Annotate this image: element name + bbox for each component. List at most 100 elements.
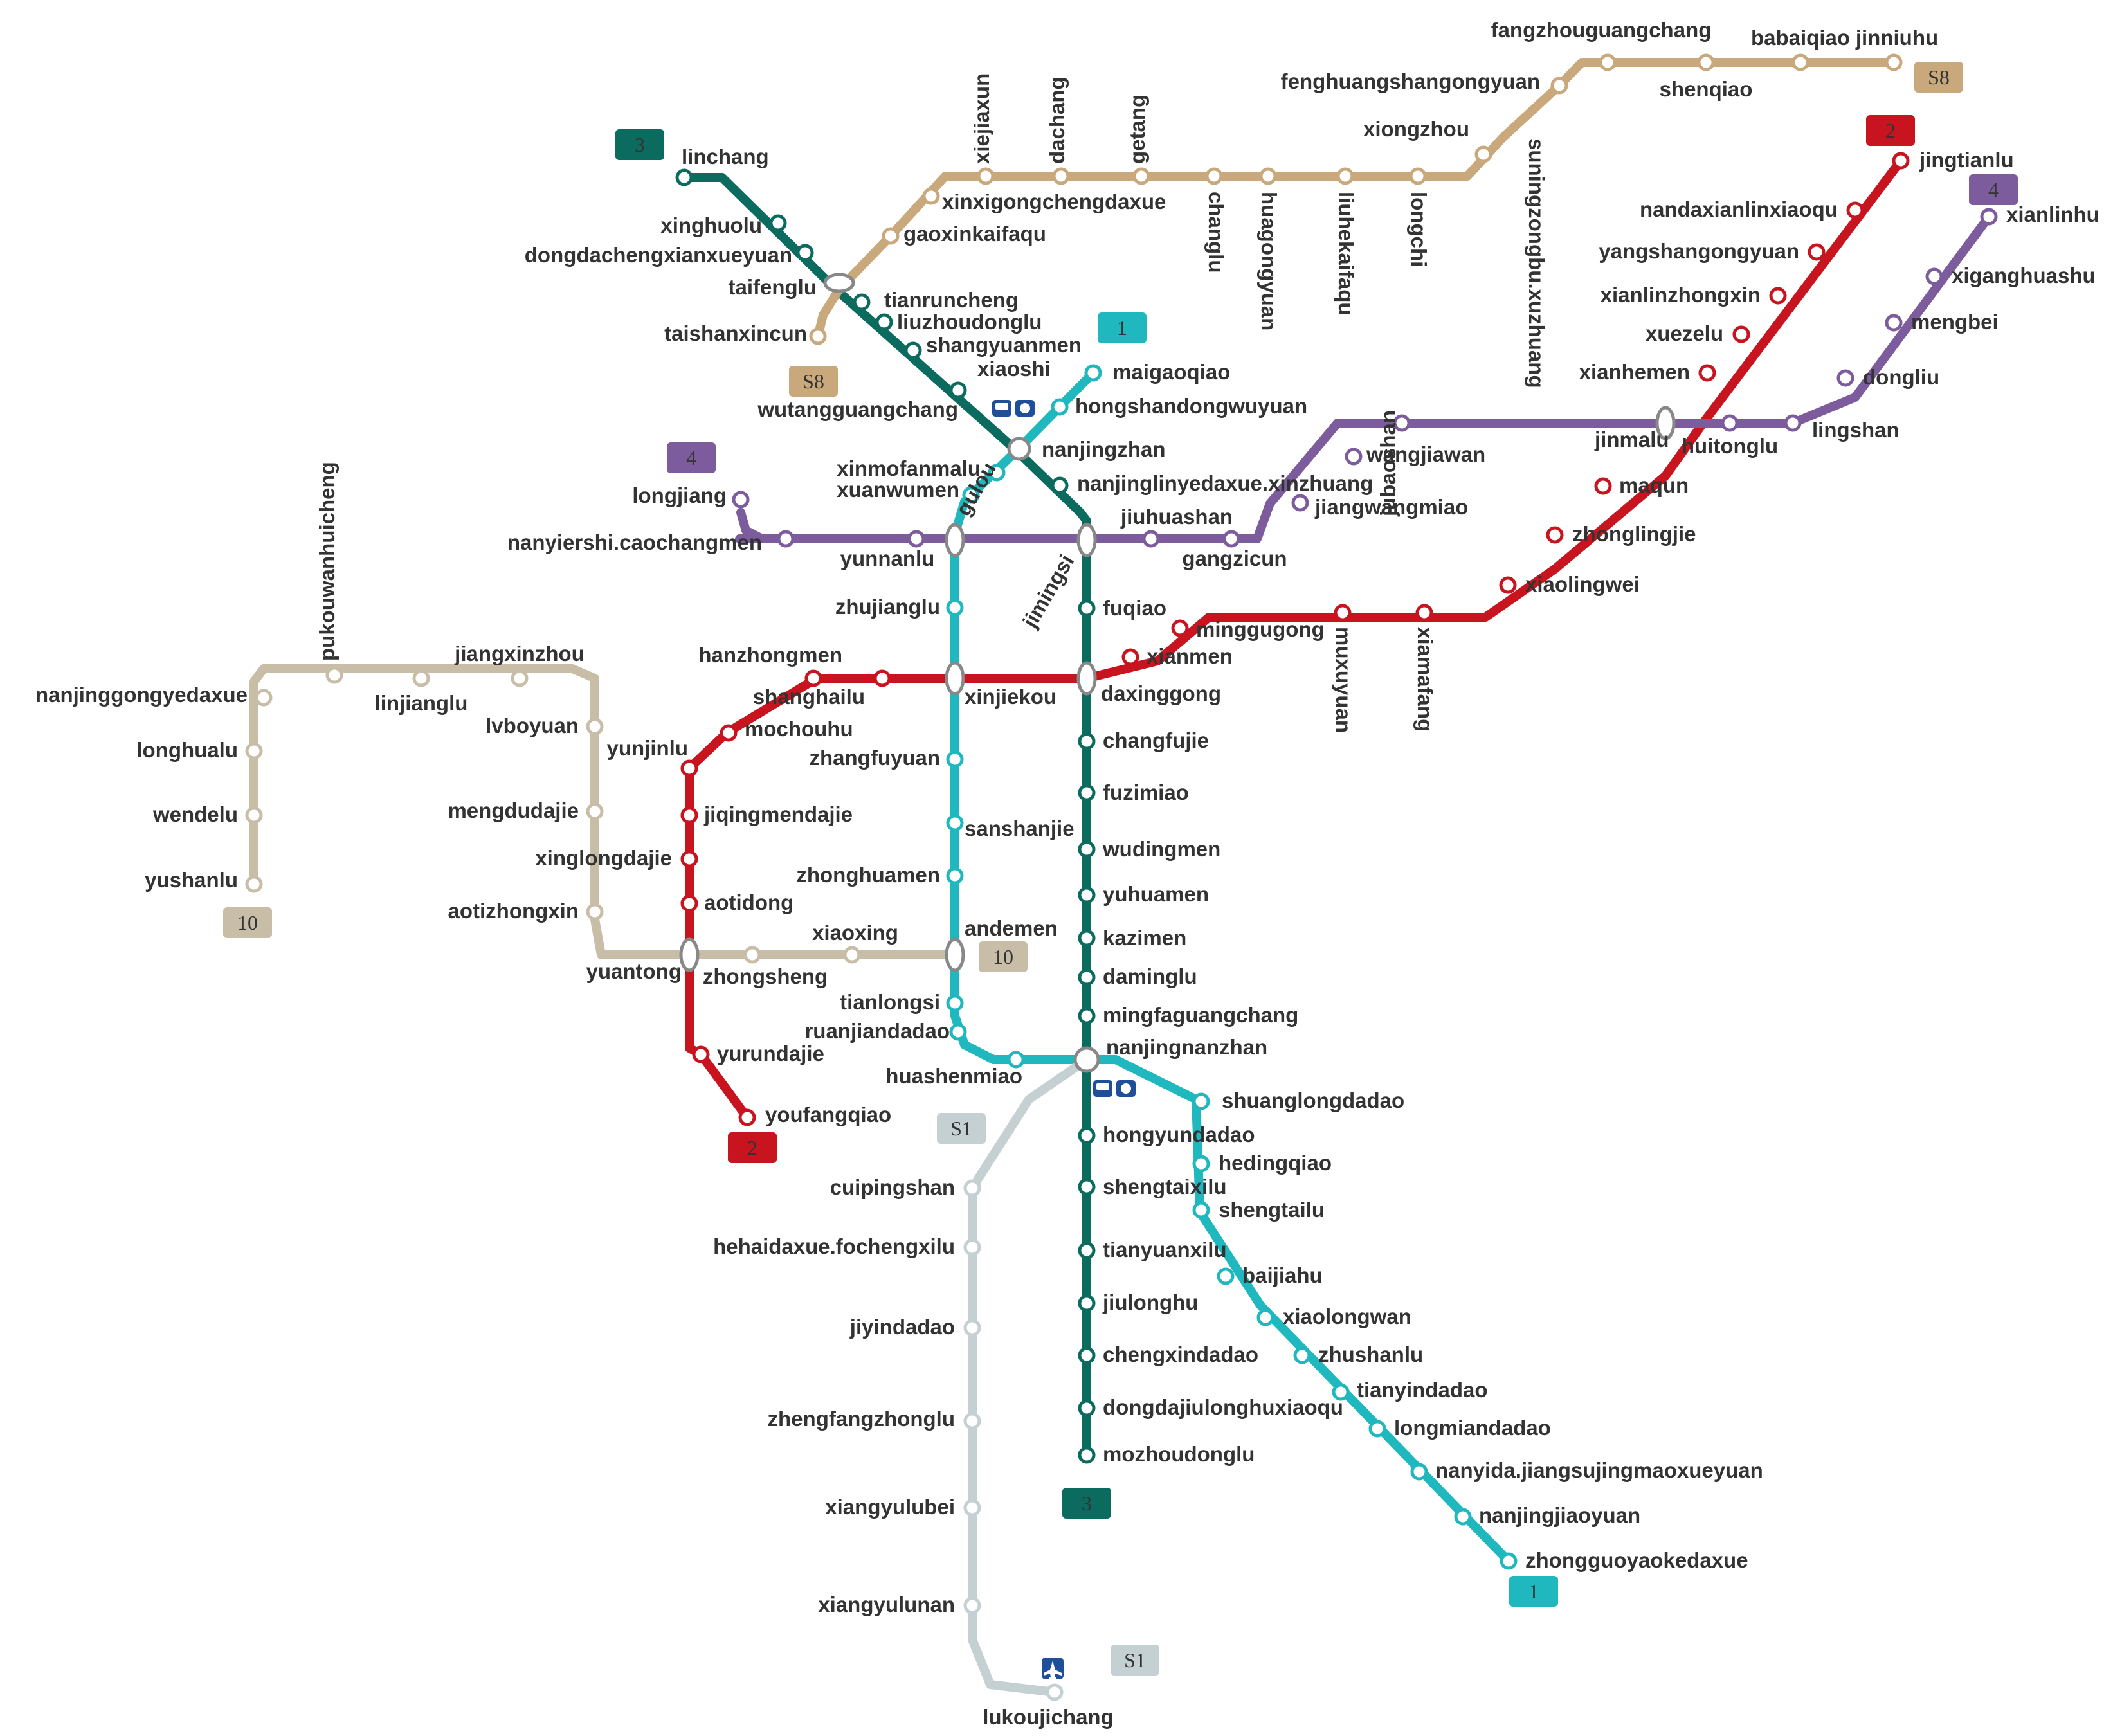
station-longjiang[interactable] <box>732 491 750 509</box>
station-zhongguoyaokedaxue[interactable] <box>1500 1552 1518 1570</box>
station-chengxindadao[interactable] <box>1078 1346 1096 1364</box>
station-maqun[interactable] <box>1594 477 1612 495</box>
station-linchang[interactable] <box>675 168 693 186</box>
station-daminglu[interactable] <box>1078 968 1096 986</box>
station-maigaoqiao[interactable] <box>1084 364 1102 382</box>
station-lvboyuan[interactable] <box>586 718 604 736</box>
station-xianhemen[interactable] <box>1698 364 1716 382</box>
station-mochouhu[interactable] <box>720 724 738 742</box>
station-dongliu[interactable] <box>1836 369 1854 387</box>
station-longchi[interactable] <box>1409 167 1427 185</box>
transfer-station-andemen[interactable] <box>945 937 965 972</box>
station-aotidong[interactable] <box>680 894 698 912</box>
station-longmiandadao[interactable] <box>1368 1420 1386 1438</box>
station-shuanglongdadao[interactable] <box>1192 1092 1210 1110</box>
transfer-station-jimingsi[interactable] <box>1076 523 1097 557</box>
station-dongdachengxianxueyuan[interactable] <box>796 244 814 262</box>
station-xiangyulubei[interactable] <box>963 1499 981 1517</box>
station-xinglongdajie[interactable] <box>680 850 698 868</box>
station-changfujie[interactable] <box>1078 732 1096 750</box>
station-muxuyuan[interactable] <box>1334 604 1352 622</box>
station-jubaoshan[interactable] <box>1393 414 1411 432</box>
station-shenqiao[interactable] <box>1697 53 1715 71</box>
station-nanyida-jiangsujingmaoxueyuan[interactable] <box>1410 1463 1428 1481</box>
transfer-station-xinjiekou[interactable] <box>945 661 965 696</box>
station-liuzhoudonglu[interactable] <box>875 313 893 331</box>
station-xinmofanmalu[interactable] <box>988 464 1006 482</box>
station-jiyindadao[interactable] <box>963 1319 981 1337</box>
station-changlu[interactable] <box>1205 167 1223 185</box>
transfer-station-gulou[interactable] <box>945 523 965 557</box>
station-hongyundadao[interactable] <box>1078 1126 1096 1144</box>
station-xiaoxing[interactable] <box>843 946 861 964</box>
station-zhongsheng[interactable] <box>743 946 761 964</box>
station-linjianglu[interactable] <box>412 669 430 687</box>
station-minggugong[interactable] <box>1171 619 1189 637</box>
station-getang[interactable] <box>1132 167 1150 185</box>
station-mingfaguangchang[interactable] <box>1078 1007 1096 1025</box>
station-xianmen[interactable] <box>1121 648 1139 666</box>
station-xuanwumen[interactable] <box>962 486 980 504</box>
station-tianlongsi[interactable] <box>946 994 964 1012</box>
station-xinghuolu[interactable] <box>769 214 787 232</box>
station-huagongyuan[interactable] <box>1259 167 1277 185</box>
station-tianyuanxilu[interactable] <box>1078 1242 1096 1260</box>
station-shengtaixilu[interactable] <box>1078 1178 1096 1196</box>
station-xiejiaxun[interactable] <box>977 167 995 185</box>
station-lukoujichang[interactable] <box>1046 1683 1064 1701</box>
station-pukouwanhuicheng[interactable] <box>325 666 343 684</box>
station-zhengfangzhonglu[interactable] <box>963 1412 981 1430</box>
station-fenghuangshangongyuan[interactable] <box>1550 77 1568 95</box>
station-zhujianglu[interactable] <box>946 599 964 617</box>
transfer-station-taifenglu[interactable] <box>823 273 855 293</box>
station-xiganghuashu[interactable] <box>1925 267 1943 285</box>
station-xiaoshi[interactable] <box>949 381 967 399</box>
station-zhonglingjie[interactable] <box>1546 526 1564 544</box>
station-jinniuhu[interactable] <box>1885 53 1903 71</box>
station-dongdajiulonghuxiaoqu[interactable] <box>1078 1399 1096 1417</box>
station-liuhekaifaqu[interactable] <box>1336 167 1354 185</box>
station-nanjinglinyedaxue-xinzhuang[interactable] <box>1051 476 1069 494</box>
station-dachang[interactable] <box>1052 167 1070 185</box>
station-mozhoudonglu[interactable] <box>1078 1446 1096 1464</box>
station-jiulonghu[interactable] <box>1078 1294 1096 1312</box>
station-shengtailu[interactable] <box>1192 1201 1210 1219</box>
station-xianlinzhongxin[interactable] <box>1769 287 1787 305</box>
station-hehaidaxue-fochengxilu[interactable] <box>963 1238 981 1256</box>
station-zhushanlu[interactable] <box>1293 1346 1311 1364</box>
station-yurundajie[interactable] <box>692 1045 710 1063</box>
station-xiaolongwan[interactable] <box>1256 1308 1274 1326</box>
station-xiangyulunan[interactable] <box>963 1596 981 1614</box>
station-jiangxinzhou[interactable] <box>511 669 529 687</box>
station-tianyindadao[interactable] <box>1332 1383 1350 1401</box>
station-nanjinggongyedaxue[interactable] <box>255 689 273 707</box>
station-nanyiershi-caochangmen[interactable] <box>777 530 795 548</box>
station-huashenmiao[interactable] <box>1007 1051 1025 1069</box>
station-shangyuanmen[interactable] <box>904 341 922 359</box>
station-xiamafang[interactable] <box>1415 604 1433 622</box>
station-huitonglu[interactable] <box>1721 414 1739 432</box>
station-mengbei[interactable] <box>1885 314 1903 332</box>
station-longhualu[interactable] <box>245 742 263 760</box>
station-wudingmen[interactable] <box>1078 840 1096 858</box>
station-baijiahu[interactable] <box>1217 1267 1235 1285</box>
station-hanzhongmen[interactable] <box>804 669 822 687</box>
station-jiqingmendajie[interactable] <box>680 806 698 824</box>
station-gaoxinkaifaqu[interactable] <box>882 227 900 245</box>
station-xianlinhu[interactable] <box>1980 208 1998 226</box>
station-nandaxianlinxiaoqu[interactable] <box>1846 201 1864 219</box>
station-lingshan[interactable] <box>1784 414 1802 432</box>
station-hedingqiao[interactable] <box>1192 1155 1210 1173</box>
station-cuipingshan[interactable] <box>963 1179 981 1197</box>
transfer-station-nanjingnanzhan[interactable] <box>1073 1046 1100 1073</box>
transfer-station-nanjingzhan[interactable] <box>1007 437 1031 461</box>
station-fuqiao[interactable] <box>1078 599 1096 617</box>
station-babaiqiao[interactable] <box>1791 53 1809 71</box>
station-yangshangongyuan[interactable] <box>1808 243 1826 261</box>
station-fangzhouguangchang[interactable] <box>1599 53 1617 71</box>
station-taishanxincun[interactable] <box>809 327 827 345</box>
station-jingtianlu[interactable] <box>1892 152 1910 170</box>
station-fuzimiao[interactable] <box>1078 784 1096 802</box>
station-wendelu[interactable] <box>245 806 263 824</box>
station-yunnanlu[interactable] <box>907 530 925 548</box>
